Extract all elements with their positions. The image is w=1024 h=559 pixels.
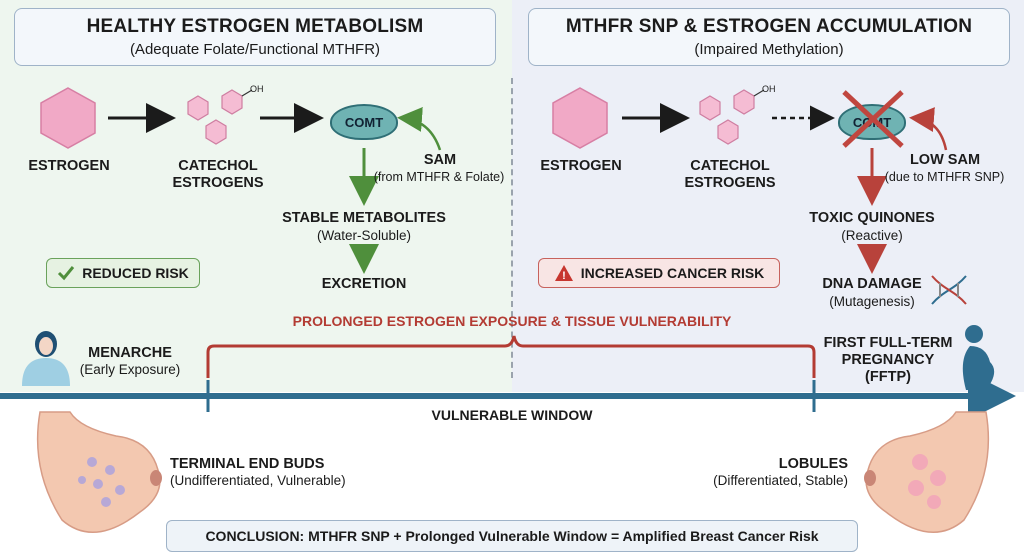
increased-risk-label: INCREASED CANCER RISK (580, 265, 765, 281)
arrow-sam-to-comt (397, 106, 442, 151)
low-sam-label: LOW SAM (909, 152, 981, 168)
catechol-label-line1: CATECHOL (178, 158, 258, 174)
toxic-quinones-sublabel: (Reactive) (841, 228, 903, 243)
catechol-estrogens-icon-right (699, 89, 755, 145)
oh-label-right: OH (762, 84, 776, 94)
catechol-label-right-line1: CATECHOL (690, 158, 770, 174)
fftp-label-line2: PREGNANCY (841, 352, 935, 368)
dna-helix-icon (931, 275, 967, 305)
snp-subtitle: (Impaired Methylation) (694, 41, 844, 58)
estrogen-label-right: ESTROGEN (540, 158, 622, 174)
teb-label: TERMINAL END BUDS (170, 456, 325, 472)
reduced-risk-badge: REDUCED RISK (46, 258, 200, 288)
lobules-sublabel: (Differentiated, Stable) (713, 473, 848, 488)
increased-risk-badge: ! INCREASED CANCER RISK (538, 258, 780, 288)
conclusion-box: CONCLUSION: MTHFR SNP + Prolonged Vulner… (166, 520, 858, 552)
lobules-label: LOBULES (778, 456, 848, 472)
checkmark-icon (58, 266, 75, 281)
estrogen-label: ESTROGEN (28, 158, 110, 174)
fftp-label-line3: (FFTP) (865, 369, 911, 385)
menarche-sublabel: (Early Exposure) (79, 362, 181, 377)
arrow-low-sam-to-comt (909, 107, 948, 151)
catechol-label-right-line2: ESTROGENS (684, 175, 776, 191)
teb-sublabel: (Undifferentiated, Vulnerable) (170, 473, 346, 488)
blocked-x-icon (842, 90, 904, 148)
low-sam-sublabel: (due to MTHFR SNP) (884, 170, 1005, 184)
panel-divider (511, 78, 513, 378)
girl-figure-icon (22, 331, 70, 386)
menarche-label: MENARCHE (88, 345, 172, 361)
lobules-illustration (864, 411, 990, 533)
vulnerable-window-label: VULNERABLE WINDOW (431, 407, 593, 423)
snp-title: MTHFR SNP & ESTROGEN ACCUMULATION (565, 16, 973, 37)
comt-enzyme: COMT (330, 104, 398, 140)
stable-metabolites-sublabel: (Water-Soluble) (316, 228, 412, 243)
dna-damage-sublabel: (Mutagenesis) (829, 294, 915, 309)
snp-title-box: MTHFR SNP & ESTROGEN ACCUMULATION (Impai… (528, 8, 1010, 66)
estrogen-hexagon-icon-right (552, 87, 608, 149)
catechol-estrogens-icon (187, 89, 243, 145)
pregnant-figure-icon (962, 325, 995, 390)
catechol-label-line2: ESTROGENS (172, 175, 264, 191)
excretion-label: EXCRETION (321, 276, 407, 292)
sam-sublabel: (from MTHFR & Folate) (373, 170, 505, 184)
fftp-label-line1: FIRST FULL-TERM (823, 335, 953, 351)
terminal-end-buds-illustration (36, 411, 162, 533)
stable-metabolites-label: STABLE METABOLITES (282, 210, 446, 226)
oh-label: OH (250, 84, 264, 94)
warning-icon: ! (554, 265, 573, 282)
healthy-title: HEALTHY ESTROGEN METABOLISM (86, 16, 424, 37)
svg-text:!: ! (562, 270, 566, 282)
healthy-subtitle: (Adequate Folate/Functional MTHFR) (129, 41, 381, 58)
exposure-bracket (206, 335, 816, 378)
sam-label: SAM (423, 152, 457, 168)
bracket-label: PROLONGED ESTROGEN EXPOSURE & TISSUE VUL… (292, 313, 732, 329)
conclusion-text: CONCLUSION: MTHFR SNP + Prolonged Vulner… (205, 528, 819, 544)
toxic-quinones-label: TOXIC QUINONES (809, 210, 935, 226)
healthy-title-box: HEALTHY ESTROGEN METABOLISM (Adequate Fo… (14, 8, 496, 66)
dna-damage-label: DNA DAMAGE (822, 276, 922, 292)
estrogen-hexagon-icon (40, 87, 96, 149)
comt-label: COMT (344, 114, 384, 130)
reduced-risk-label: REDUCED RISK (82, 265, 189, 281)
